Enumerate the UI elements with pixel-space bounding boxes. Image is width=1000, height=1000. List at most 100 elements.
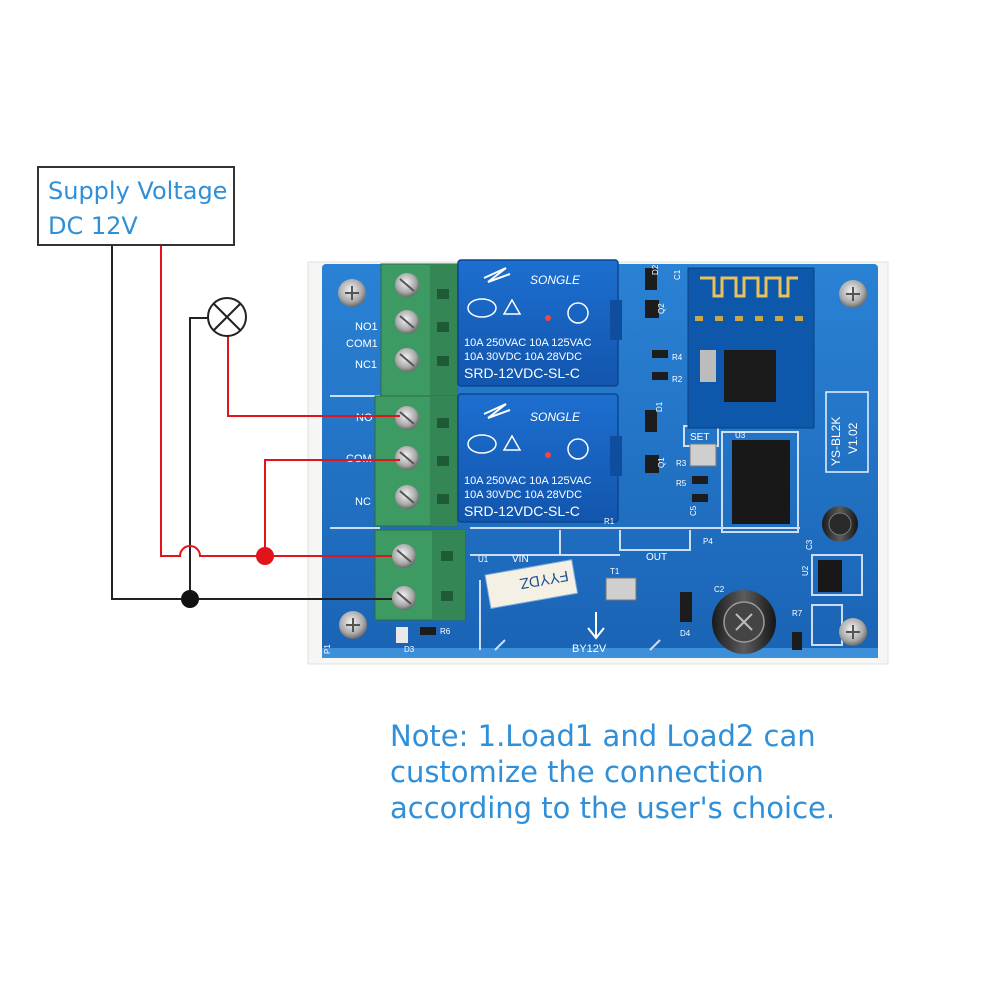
wiring <box>111 246 400 600</box>
label-nc1: NC1 <box>355 359 377 371</box>
by-label: BY12V <box>572 643 607 655</box>
smd-led <box>396 627 408 643</box>
component-label: D2 <box>651 264 660 275</box>
power-terminal-block <box>374 529 466 621</box>
triangle-logo-icon <box>502 298 522 315</box>
diode-d4 <box>680 592 692 622</box>
component-label: C1 <box>673 269 682 280</box>
pcb-bottom-edge <box>322 648 878 658</box>
component-label: T1 <box>610 567 620 576</box>
capacitor-c3 <box>822 506 858 542</box>
mounting-screw-bottom-left <box>339 611 367 639</box>
transistor-q2 <box>645 300 659 318</box>
label-no1: NO1 <box>355 321 378 333</box>
wire-negative <box>111 246 392 600</box>
transistor-q1 <box>645 455 659 473</box>
lamp-icon <box>207 297 247 337</box>
component-label: U2 <box>801 565 810 576</box>
terminal-screw <box>395 406 419 430</box>
terminal-block-1 <box>380 263 458 397</box>
component-label: R6 <box>440 627 451 636</box>
resistor <box>792 632 802 650</box>
antenna-icon <box>700 276 798 298</box>
label-no2: NO <box>356 412 373 424</box>
supply-dc-label: DC 12V <box>48 212 138 240</box>
component-label: Q2 <box>657 303 666 314</box>
terminal-screw <box>395 310 419 334</box>
mounting-screw-top-left <box>338 279 366 307</box>
note-text: Note: 1.Load1 and Load2 can customize th… <box>390 718 950 826</box>
component-label: C2 <box>714 585 725 594</box>
cqc-logo-icon <box>467 434 497 454</box>
component-label: R1 <box>604 517 615 526</box>
resistor <box>692 476 708 484</box>
component-label: C5 <box>689 505 698 516</box>
silkscreen <box>330 395 863 651</box>
cqc-logo-icon <box>467 298 497 318</box>
diode-d1 <box>645 410 657 432</box>
capacitor-c2 <box>712 590 776 654</box>
component-label: R3 <box>676 459 687 468</box>
relay-1: SONGLE 10A 250VAC 10A 125VAC 10A 30VDC 1… <box>457 259 622 387</box>
arrow-down-icon <box>587 612 605 640</box>
supply-voltage-box: Supply Voltage DC 12V <box>37 166 235 246</box>
terminal-screw <box>395 348 419 372</box>
relay-board: NO1 COM1 NC1 NO COM NC <box>322 259 878 658</box>
component-label: D4 <box>680 629 691 638</box>
junction-dot-black <box>181 590 199 608</box>
terminal-screw <box>392 544 416 568</box>
wire-lamp-load <box>227 334 400 417</box>
resistor <box>652 350 668 358</box>
label-com1: COM1 <box>346 338 378 350</box>
terminal-screw <box>392 586 416 610</box>
relay-1-rating-1: 10A 250VAC 10A 125VAC <box>464 337 591 349</box>
component-label: U3 <box>735 431 746 440</box>
relay-2-model: SRD-12VDC-SL-C <box>464 503 580 519</box>
component-labels: D2 C1 Q2 R4 R2 D1 R3 R5 Q1 C5 U3 P4 C3 U… <box>323 264 814 654</box>
ul-logo-icon <box>567 438 589 460</box>
relay-1-model: SRD-12VDC-SL-C <box>464 365 580 381</box>
component-label: Q1 <box>657 457 666 468</box>
bluetooth-module <box>687 267 815 429</box>
relay-2-rating-2: 10A 30VDC 10A 28VDC <box>464 489 582 501</box>
resistor <box>692 494 708 502</box>
sticker: FYYDZ <box>484 559 579 610</box>
wire-lamp-neutral <box>189 317 208 599</box>
note-line-2: customize the connection <box>390 755 764 789</box>
component-label: R7 <box>792 609 803 618</box>
module-label: YS-BL2K <box>829 417 843 466</box>
songle-logo-icon <box>483 267 511 283</box>
relay-2: SONGLE 10A 250VAC 10A 125VAC 10A 30VDC 1… <box>457 393 622 523</box>
note-line-3: according to the user's choice. <box>390 791 836 825</box>
bluetooth-chip <box>724 350 776 402</box>
crystal <box>700 350 716 382</box>
component-label: R4 <box>672 353 683 362</box>
songle-logo-icon <box>483 403 511 419</box>
ic-u3 <box>732 440 790 524</box>
terminal-screw <box>395 446 419 470</box>
ul-logo-icon <box>567 302 589 324</box>
component-label: P4 <box>703 537 713 546</box>
mounting-screw-top-right <box>839 280 867 308</box>
relay-1-rating-2: 10A 30VDC 10A 28VDC <box>464 351 582 363</box>
terminal-screw <box>395 485 419 509</box>
terminal-screw <box>395 273 419 297</box>
transistor-t1 <box>605 577 637 601</box>
label-nc2: NC <box>355 496 371 508</box>
ic-u2 <box>818 560 842 592</box>
button-set <box>689 443 717 467</box>
component-label: D1 <box>655 401 664 412</box>
version-label: V1.02 <box>846 422 860 454</box>
out-label: OUT <box>646 552 667 563</box>
relay-1-brand: SONGLE <box>530 273 581 287</box>
component-label: P1 <box>323 644 332 654</box>
relay-2-brand: SONGLE <box>530 410 581 424</box>
mounting-screw-bottom-right <box>839 618 867 646</box>
resistor <box>652 372 668 380</box>
supply-voltage-label: Supply Voltage <box>48 177 228 205</box>
wire-positive <box>160 246 392 557</box>
junction-dot-red <box>256 547 274 565</box>
component-label: D3 <box>404 645 415 654</box>
